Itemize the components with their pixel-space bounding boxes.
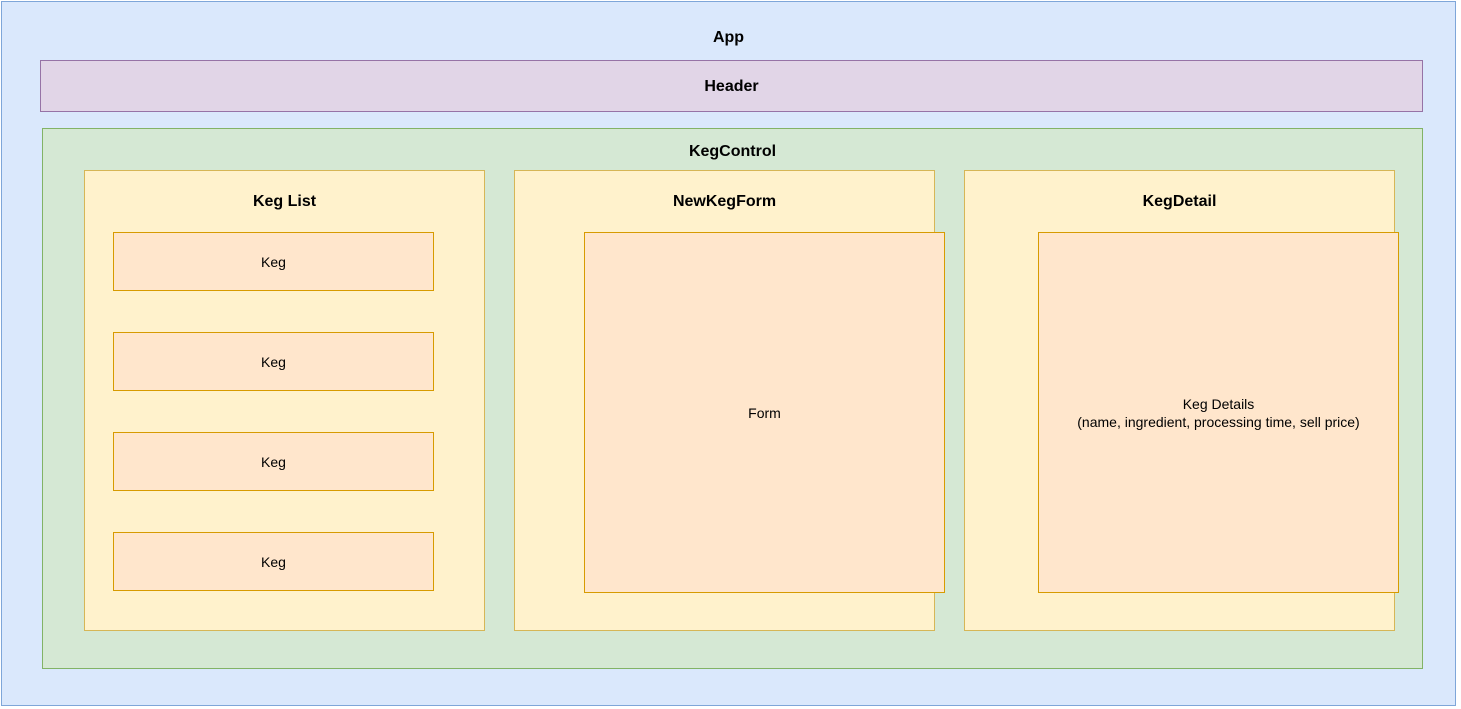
form-box: Form — [584, 232, 945, 593]
keg-detail-title: KegDetail — [1142, 193, 1217, 210]
keg-list-component: Keg List Keg Keg Keg Keg — [84, 170, 485, 631]
kegcontrol-component: KegControl Keg List Keg Keg Keg Keg — [42, 128, 1423, 669]
keg-item: Keg — [113, 532, 434, 591]
keg-item-label: Keg — [261, 453, 286, 470]
kegcontrol-component-title: KegControl — [688, 143, 777, 160]
keg-detail-component: KegDetail Keg Details (name, ingredient,… — [964, 170, 1399, 631]
new-keg-form-title: NewKegForm — [672, 193, 777, 210]
app-container-title: App — [712, 29, 745, 46]
keg-item-label: Keg — [261, 253, 286, 270]
keg-item: Keg — [113, 432, 434, 491]
keg-item: Keg — [113, 232, 434, 291]
new-keg-form-component: NewKegForm Form — [514, 170, 945, 631]
form-box-label: Form — [748, 404, 781, 421]
header-component-title: Header — [704, 78, 759, 95]
keg-detail-box: Keg Details (name, ingredient, processin… — [1038, 232, 1399, 593]
header-component: Header — [40, 60, 1423, 112]
keg-detail-box-label: Keg Details (name, ingredient, processin… — [1077, 395, 1360, 430]
keg-item-label: Keg — [261, 553, 286, 570]
keg-list-title: Keg List — [252, 193, 317, 210]
keg-item: Keg — [113, 332, 434, 391]
keg-item-label: Keg — [261, 353, 286, 370]
